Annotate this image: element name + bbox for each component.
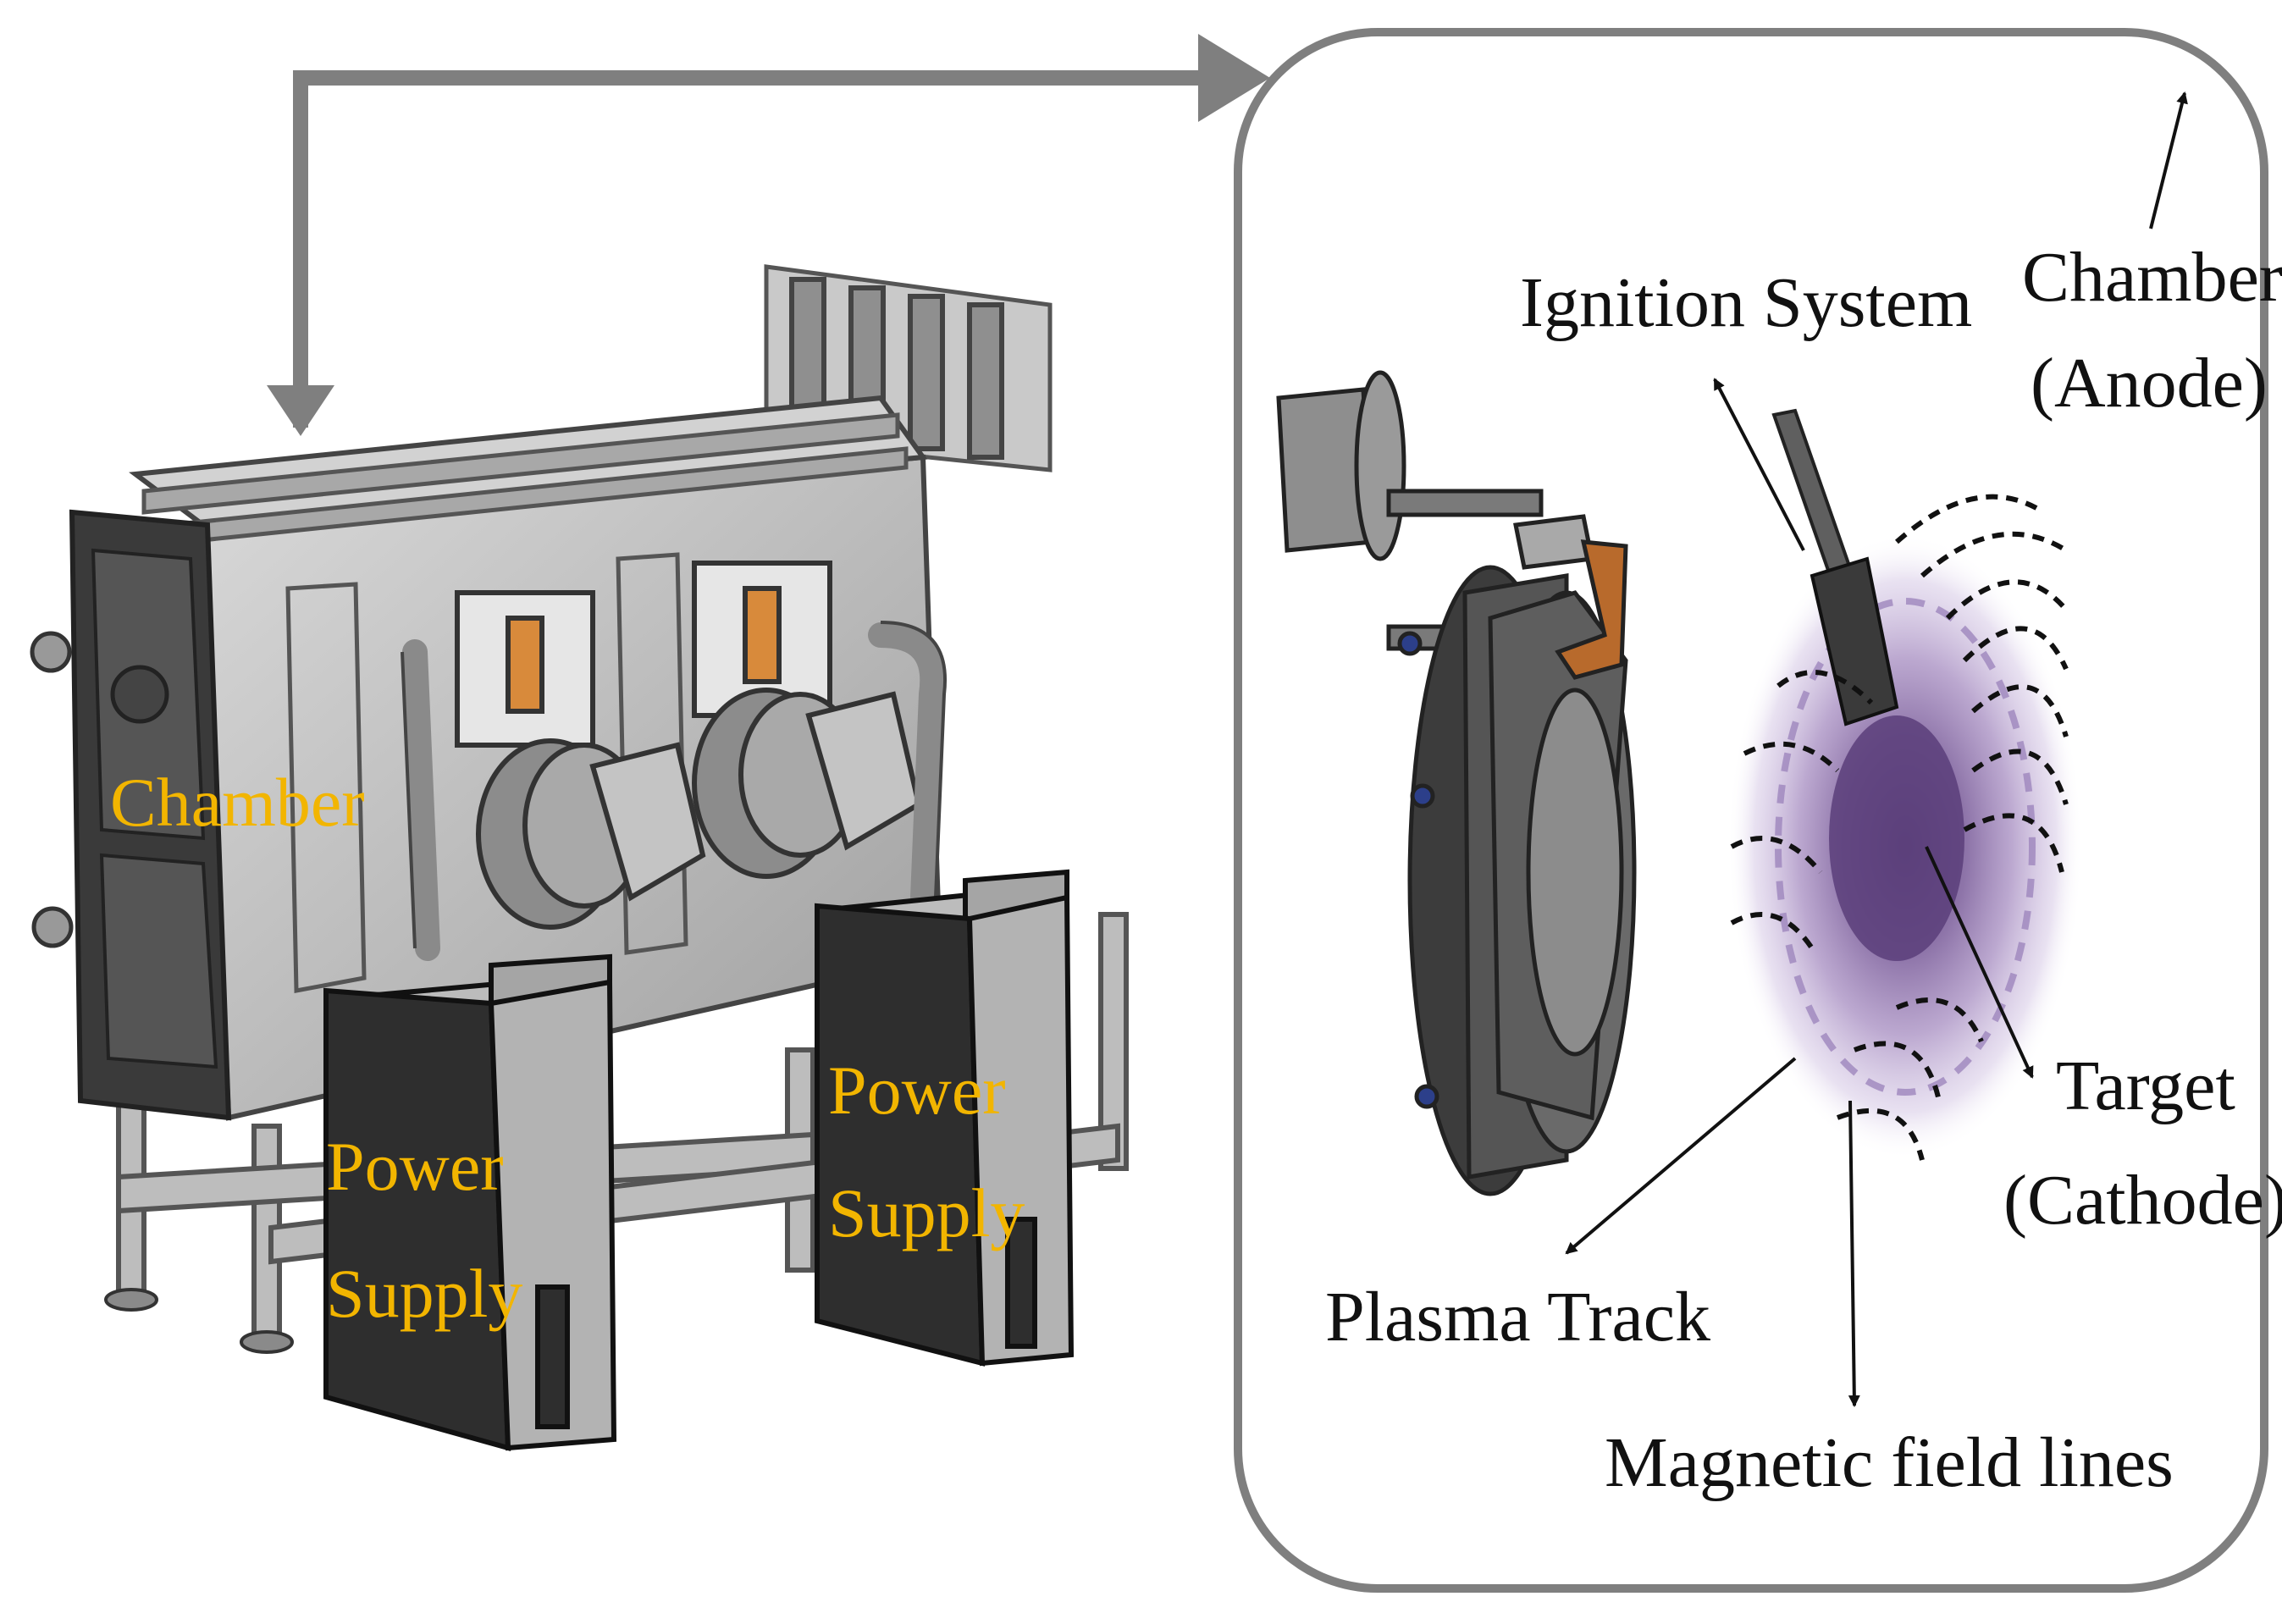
power-supply-1-label-line1: Power xyxy=(326,1128,504,1205)
plasma-target-illustration xyxy=(1727,408,2083,1160)
power-supply-1-label-line2: Supply xyxy=(326,1255,522,1332)
power-supply-2-label-line1: Power xyxy=(828,1052,1006,1129)
connector-arrow xyxy=(267,34,1270,436)
magnetic-field-lines xyxy=(1730,494,2069,1161)
target-cathode-label-line1: Target xyxy=(2056,1047,2235,1125)
plasma-track-label: Plasma Track xyxy=(1325,1278,1710,1356)
chamber-label: Chamber xyxy=(110,764,365,841)
pvd-machine-illustration xyxy=(30,264,1129,1451)
chamber-anode-label-line1: Chamber xyxy=(2022,238,2282,317)
annotation-arrows xyxy=(1565,91,2188,1407)
magnetron-cathode-illustration xyxy=(1276,370,1637,1196)
power-supply-2-label-line2: Supply xyxy=(828,1174,1025,1251)
ignition-system-label: Ignition System xyxy=(1520,263,1972,342)
magnetic-field-lines-label: Magnetic field lines xyxy=(1605,1423,2174,1502)
chamber-anode-label-line2: (Anode) xyxy=(2031,344,2268,423)
target-cathode-label-line2: (Cathode) xyxy=(2003,1161,2282,1240)
